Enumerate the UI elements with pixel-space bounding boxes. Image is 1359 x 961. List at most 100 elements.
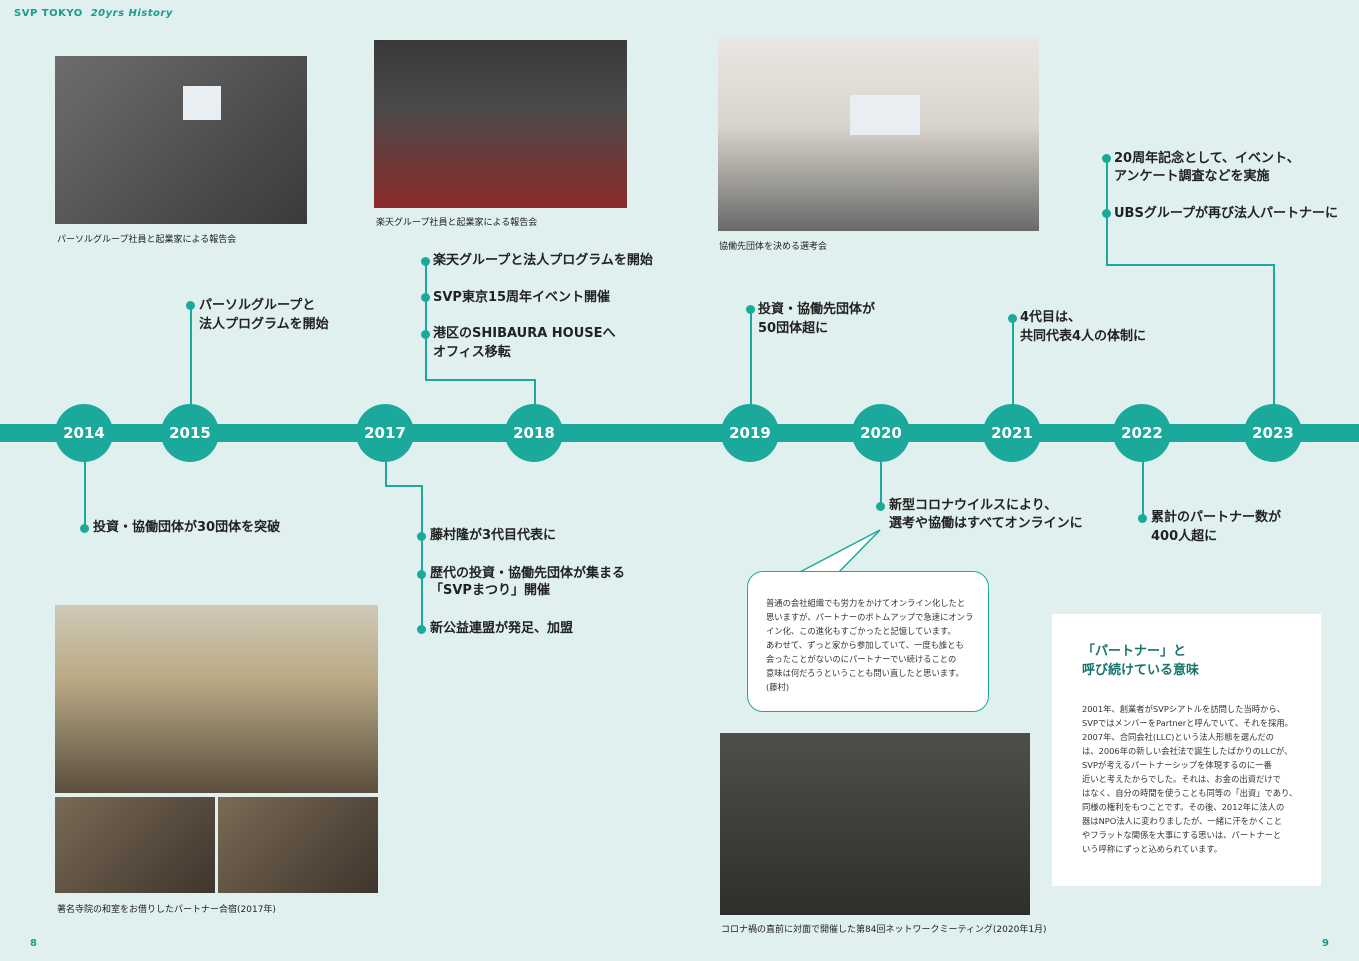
year-2023: 2023 <box>1244 404 1302 462</box>
event-dot <box>417 532 426 541</box>
event-2018-item2: SVP東京15周年イベント開催 <box>433 290 611 305</box>
connector-2022 <box>1142 440 1144 518</box>
bubble-tail <box>797 529 881 574</box>
quote-author: (藤村) <box>766 682 790 692</box>
note-body-line: 近いと考えたからでした。それは、お金の出資だけで <box>1082 774 1281 784</box>
event-dot <box>417 625 426 634</box>
note-body: 2001年、創業者がSVPシアトルを訪問した当時から、 SVPではメンバーをPa… <box>1082 702 1301 856</box>
note-body-line: 2007年、合同会社(LLC)という法人形態を選んだの <box>1082 732 1274 742</box>
quote-line: 普通の会社組織でも労力をかけてオンライン化したと <box>766 598 966 608</box>
connector-2017-top <box>385 440 387 486</box>
event-2020-line1: 新型コロナウイルスにより、 <box>889 498 1058 513</box>
event-2022-line1: 累計のパートナー数が <box>1151 510 1282 525</box>
event-2023-item2: UBSグループが再び法人パートナーに <box>1114 206 1339 221</box>
photo-camp-group <box>55 605 378 793</box>
year-2019: 2019 <box>721 404 779 462</box>
connector-2023-horizontal <box>1106 264 1274 266</box>
note-title: 「パートナー」と 呼び続けている意味 <box>1082 642 1301 680</box>
photo-rakuten-report <box>374 40 627 208</box>
event-2015-line1: パーソルグループと <box>199 298 316 313</box>
event-dot <box>421 293 430 302</box>
event-dot <box>876 502 885 511</box>
note-body-line: やフラットな関係を大事にする思いは、パートナーと <box>1082 830 1282 840</box>
event-dot <box>421 330 430 339</box>
event-dot <box>746 305 755 314</box>
quote-line: 思いますが、パートナーのボトムアップで急速にオンラ <box>766 612 974 622</box>
photo-camp-left <box>55 797 215 893</box>
year-2017: 2017 <box>356 404 414 462</box>
event-2017-item2-line2: 「SVPまつり」開催 <box>430 583 550 598</box>
caption-rakuten: 楽天グループ社員と起業家による報告会 <box>376 218 538 228</box>
event-dot <box>1138 514 1147 523</box>
year-2021: 2021 <box>983 404 1041 462</box>
connector-2021 <box>1012 318 1014 429</box>
quote-line: 意味は何だろうということも問い直したと思います。 <box>766 668 964 678</box>
event-2018-item3-line1: 港区のSHIBAURA HOUSEへ <box>433 326 616 341</box>
connector-2023 <box>1273 264 1275 429</box>
year-2018: 2018 <box>505 404 563 462</box>
photo-camp-right <box>218 797 378 893</box>
note-body-line: はなく、自分の時間を使うことも同等の「出資」であり、 <box>1082 788 1298 798</box>
connector-2019 <box>750 309 752 429</box>
event-dot <box>1102 154 1111 163</box>
quote-line: イン化、この進化もすごかったと記憶しています。 <box>766 626 956 636</box>
note-body-line: SVPではメンバーをPartnerと呼んでいて、それを採用。 <box>1082 718 1293 728</box>
connector-2018-left <box>425 261 427 380</box>
year-2015: 2015 <box>161 404 219 462</box>
event-dot <box>1102 209 1111 218</box>
event-2023-item1-line1: 20周年記念として、イベント、 <box>1114 151 1300 166</box>
connector-2018-horizontal <box>425 379 535 381</box>
event-2017-item3: 新公益連盟が発足、加盟 <box>430 621 574 636</box>
event-dot <box>417 570 426 579</box>
caption-camp: 著名寺院の和室をお借りしたパートナー合宿(2017年) <box>57 905 276 915</box>
event-2023-item1-line2: アンケート調査などを実施 <box>1114 169 1270 184</box>
event-2020-line2: 選考や協働はすべてオンラインに <box>889 516 1083 531</box>
connector-2017 <box>421 485 423 629</box>
event-2021-line2: 共同代表4人の体制に <box>1020 329 1147 344</box>
note-body-line: SVPが考えるパートナーシップを体現するのに一番 <box>1082 760 1272 770</box>
note-body-line: 器はNPO法人に変わりましたが、一緒に汗をかくこと <box>1082 816 1283 826</box>
event-dot <box>421 257 430 266</box>
note-body-line: は、2006年の新しい会社法で誕生したばかりのLLCが、 <box>1082 746 1293 756</box>
caption-meeting: コロナ禍の直前に対面で開催した第84回ネットワークミーティング(2020年1月) <box>721 925 1047 935</box>
caption-persol: パーソルグループ社員と起業家による報告会 <box>57 235 237 245</box>
event-dot <box>1008 314 1017 323</box>
header-subtitle: 20yrs History <box>90 8 173 19</box>
event-2015-line2: 法人プログラムを開始 <box>199 317 329 332</box>
caption-selection: 協働先団体を決める選考会 <box>719 242 828 252</box>
note-body-line: 同様の権利をもつことです。その後、2012年に法人の <box>1082 802 1285 812</box>
event-2019-line2: 50団体超に <box>758 321 829 336</box>
page-number-right: 9 <box>1322 938 1329 949</box>
quote-bubble: 普通の会社組織でも労力をかけてオンライン化したと 思いますが、パートナーのボトム… <box>747 571 989 712</box>
connector-2020 <box>880 440 882 505</box>
connector-2014 <box>84 440 86 528</box>
event-2018-item1: 楽天グループと法人プログラムを開始 <box>433 253 653 268</box>
note-body-line: いう呼称にずっと込められています。 <box>1082 844 1223 854</box>
event-dot <box>186 301 195 310</box>
event-2022-line2: 400人超に <box>1151 529 1218 544</box>
partner-meaning-box: 「パートナー」と 呼び続けている意味 2001年、創業者がSVPシアトルを訪問し… <box>1052 614 1321 886</box>
note-title-line: 呼び続けている意味 <box>1082 663 1200 678</box>
year-2022: 2022 <box>1113 404 1171 462</box>
event-2018-item3-line2: オフィス移転 <box>433 345 511 360</box>
note-body-line: 2001年、創業者がSVPシアトルを訪問した当時から、 <box>1082 704 1285 714</box>
event-2019-line1: 投資・協働先団体が <box>758 302 876 317</box>
event-2017-item2-line1: 歴代の投資・協働先団体が集まる <box>430 566 626 581</box>
brand-name: SVP TOKYO <box>14 8 83 19</box>
photo-network-meeting <box>720 733 1030 915</box>
event-2014: 投資・協働団体が30団体を突破 <box>93 520 281 535</box>
quote-line: あわせて、ずっと家から参加していて、一度も誰とも <box>766 640 964 650</box>
photo-selection-meeting <box>718 39 1039 231</box>
event-2017-item1: 藤村隆が3代目代表に <box>430 528 557 543</box>
page-number-left: 8 <box>30 938 37 949</box>
year-2020: 2020 <box>852 404 910 462</box>
event-2021-line1: 4代目は、 <box>1020 310 1082 325</box>
event-dot <box>80 524 89 533</box>
connector-2015 <box>190 305 192 430</box>
magazine-header: SVP TOKYO 20yrs History <box>14 8 173 19</box>
note-title-line: 「パートナー」と <box>1082 644 1187 659</box>
connector-2017-horizontal <box>385 485 422 487</box>
photo-persol-report <box>55 56 307 224</box>
year-2014: 2014 <box>55 404 113 462</box>
quote-line: 会ったことがないのにパートナーでい続けることの <box>766 654 957 664</box>
